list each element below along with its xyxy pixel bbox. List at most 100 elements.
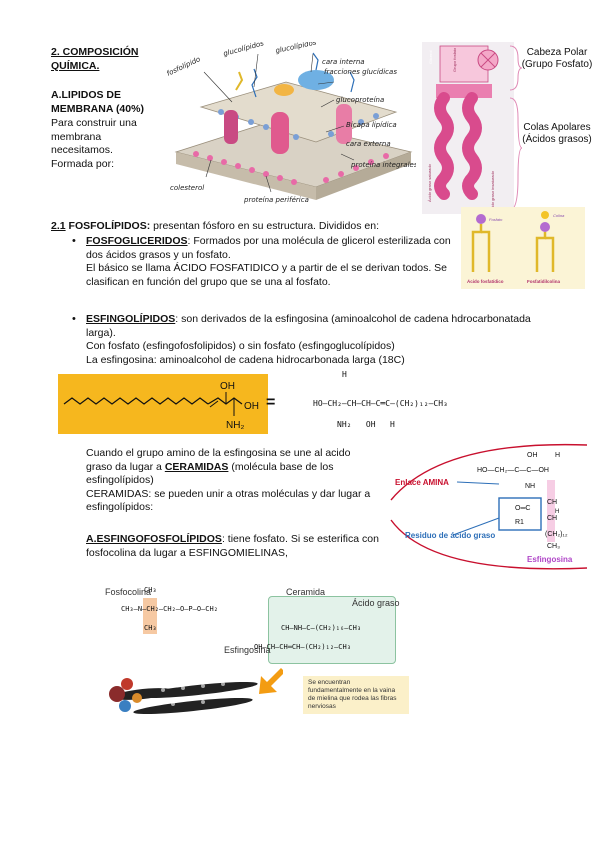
small-fig: Fosfato Colina Ácido fosfatídico Fosfati… xyxy=(467,211,565,284)
double-bond xyxy=(209,400,219,408)
pointer-lines xyxy=(203,53,355,193)
phosphate-arms xyxy=(480,52,496,68)
esf-text: : tiene fosfato. Si se esterifica con fo… xyxy=(86,533,379,559)
phospholipid-figure: Glicerol Grupo fosfato Ácido graso satur… xyxy=(427,45,499,212)
bullet-2: • xyxy=(72,313,76,325)
lipids-heading: A.LIPIDOS DE MEMBRANA (40%) xyxy=(51,89,144,115)
cf-r1: R1 xyxy=(515,519,524,526)
lipids-text: Para construir una membrana necesitamos.… xyxy=(51,117,137,170)
label-proteina-periferica: proteína periférica xyxy=(243,196,309,204)
lipid-heads xyxy=(193,151,389,185)
section-title: 2. COMPOSICIÓN QUÍMICA. xyxy=(51,46,139,72)
brackets xyxy=(509,45,522,211)
carbon-chains xyxy=(113,681,258,715)
fosfogliceridos-item: • FOSFOGLICERIDOS: Formados por una molé… xyxy=(72,235,458,289)
cf-co: O═C xyxy=(515,505,530,512)
ceramidas-text1: Cuando el grupo amino de la esfingosina … xyxy=(86,447,351,473)
ceramida-label: Ceramida xyxy=(286,587,326,597)
label-grupo-fosfato: Grupo fosfato xyxy=(452,47,457,72)
residuo-label: Residuo de ácido graso xyxy=(405,531,495,540)
label-bicapa: Bicapa lipídica xyxy=(346,121,397,129)
em-ch3-bottom: CH₃ xyxy=(144,624,157,632)
cf-ch: CH xyxy=(547,499,557,506)
highlights xyxy=(161,682,225,706)
fosfolipidos-line: 2.1 FOSFOLÍPIDOS: presentan fósforo en s… xyxy=(51,220,461,234)
label-colina: Colina xyxy=(553,213,565,218)
label-colesterol: colesterol xyxy=(170,184,204,192)
sph-nh2: NH₂ xyxy=(226,420,244,431)
esfingosina-label-2: Esfingosina xyxy=(224,645,271,655)
label-ac-saturado: Ácido graso saturado xyxy=(427,163,432,202)
cf-h-top: H xyxy=(555,452,560,459)
cf-h2: H xyxy=(555,509,559,515)
label-glucolipidos: glucolípidos xyxy=(222,42,265,58)
label-cara-externa: cara externa xyxy=(346,140,391,148)
em-ch3-top: CH₃ xyxy=(144,586,157,594)
integral-protein-1 xyxy=(271,112,289,154)
fosfocolina-label: Fosfocolina xyxy=(105,587,152,597)
esfingolipidos-text3: La esfingosina: aminoalcohol de cadena h… xyxy=(86,353,405,366)
curve-top xyxy=(390,443,587,501)
label-glucoproteina: glucoproteína xyxy=(336,96,384,104)
sph-formula-main: HO—CH₂—CH—CH—C═C—(CH₂)₁₂—CH₃ xyxy=(313,399,448,408)
label-ac-insaturado: Ácido graso insaturado xyxy=(490,170,495,212)
fosfogliceridos-text2: El básico se llama ÁCIDO FOSFATIDICO y a… xyxy=(86,262,448,288)
phosphate-dot-2 xyxy=(540,222,550,232)
label-fosfolipido: fosfolípido xyxy=(166,55,202,78)
sph-oh2: OH xyxy=(244,401,259,412)
sph-formula-sub: NH₂ OH H xyxy=(337,420,395,429)
em-row-ch: CH—NH—C—(CH₂)₁₆—CH₃ xyxy=(281,624,362,632)
enlace-arrow xyxy=(456,481,500,485)
small-tails xyxy=(471,224,555,272)
enlace-amina-label: Enlace AMINA xyxy=(395,478,449,487)
ceramidas-text2: (molécula base de los esfingolípidos) xyxy=(86,460,334,487)
chain-end xyxy=(207,397,243,405)
myelin-note: Se encuentran fundamentalmente en la vai… xyxy=(303,676,409,714)
sphingosine-skeletal: OH OH NH₂ xyxy=(63,381,259,431)
residuo-arrow xyxy=(452,517,500,536)
label-fosfato: Fosfato xyxy=(489,217,503,222)
esfingosina-bar xyxy=(547,480,555,542)
choline-dot xyxy=(541,211,549,219)
em-row1: CH₃—N—CH₂—CH₂—O—P—O—CH₂ xyxy=(121,605,218,613)
ceramida-box xyxy=(268,596,396,664)
tail-1 xyxy=(434,92,454,200)
label-glicerol: Glicerol xyxy=(428,50,433,64)
fosfocolina-ch3-box xyxy=(143,598,157,634)
esfingofosfolipidos-para: A.ESFINGOFOSFOLÍPIDOS: tiene fosfato. Si… xyxy=(86,533,380,560)
cf-ch3: CH₃ xyxy=(547,543,560,550)
cholesterol-shape xyxy=(274,84,294,96)
head-label: Cabeza Polar (Grupo Fosfato) xyxy=(521,47,593,70)
fosfolipidos-num: 2.1 xyxy=(51,220,66,232)
esfingolipidos-text2: Con fosfato (esfingofosfolipidos) o sin … xyxy=(86,340,395,352)
phosphate-dot-1 xyxy=(476,214,486,224)
ceramide-figure: Enlace AMINA OH H HO—CH₂—C—C—OH NH O═C R… xyxy=(390,443,587,570)
ceramidas-word: CERAMIDAS xyxy=(164,460,229,473)
label-cara-interna: cara interna xyxy=(322,58,365,66)
label-fracciones: fracciones glucídicas xyxy=(324,68,397,76)
orange-arrow xyxy=(259,668,283,694)
cf-ho-ch2: HO—CH₂—C—C—OH xyxy=(477,467,549,474)
integral-protein-2 xyxy=(336,104,352,144)
acido-graso-label: Ácido graso xyxy=(352,598,400,608)
cf-oh-top: OH xyxy=(527,452,538,459)
cf-ch2-12: (CH₂)₁₂ xyxy=(545,531,568,538)
tail-2 xyxy=(462,92,482,200)
fosfolipidos-title: FOSFOLÍPIDOS: xyxy=(68,220,151,232)
label-glucolipidos-2: glucolípidos xyxy=(275,42,318,55)
sph-oh: OH xyxy=(220,381,235,392)
em-row-oh: OH—CH—CH═CH—(CH₂)₁₂—CH₃ xyxy=(254,643,351,651)
sphingosine-box xyxy=(58,374,268,434)
ceramidas-para: Cuando el grupo amino de la esfingosina … xyxy=(86,447,372,515)
esfingosina-label: Esfingosina xyxy=(527,555,573,564)
esf-title: A.ESFINGOFOSFOLÍPIDOS xyxy=(86,533,222,545)
fosfogliceridos-text: : Formados por una molécula de glicerol … xyxy=(86,235,451,261)
esfingolipidos-item: • ESFINGOLÍPIDOS: son derivados de la es… xyxy=(72,313,556,367)
glycoprotein xyxy=(298,70,334,90)
integral-protein-3 xyxy=(224,110,238,144)
molecule-3d xyxy=(109,668,283,715)
membrane-diagram: fosfolípido glucolípidos glucolípidos ca… xyxy=(166,42,416,204)
membrane-slab-side2 xyxy=(316,152,411,200)
esfingolipidos-title: ESFINGOLÍPIDOS xyxy=(86,313,176,325)
curve-bottom xyxy=(390,519,587,570)
